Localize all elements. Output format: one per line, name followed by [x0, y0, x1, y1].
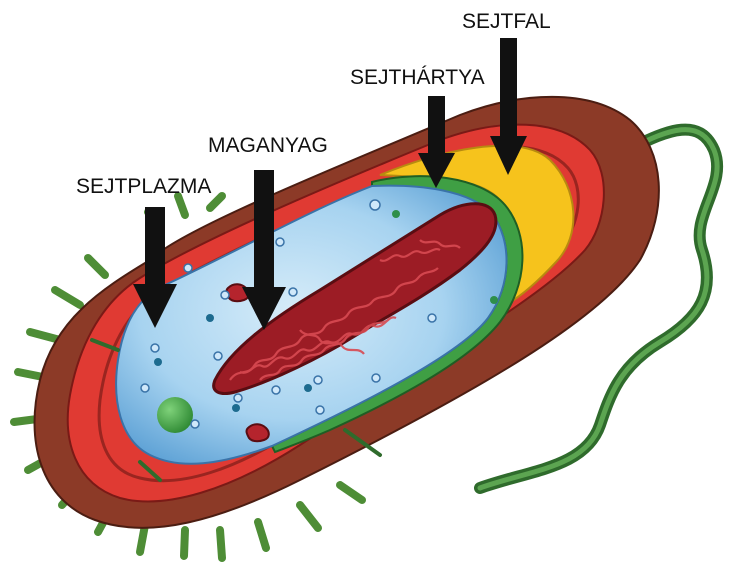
pilus-icon [30, 332, 60, 340]
ribosome-icon [221, 291, 229, 299]
ribosome-icon [314, 376, 322, 384]
pilus-icon [140, 525, 145, 552]
vesicle-icon [490, 296, 498, 304]
pilus-icon [210, 196, 222, 208]
ribosome-icon [316, 406, 324, 414]
plasmid [247, 424, 269, 441]
label-sejthartya: SEJTHÁRTYA [350, 66, 485, 89]
pilus-icon [184, 530, 185, 556]
vesicle-icon [392, 210, 400, 218]
pilus-icon [300, 505, 318, 528]
label-sejtplazma: SEJTPLAZMA [76, 175, 211, 198]
ribosome-icon [234, 394, 242, 402]
vesicle-icon [232, 404, 240, 412]
vesicle-icon [206, 314, 214, 322]
ribosome-icon [272, 386, 280, 394]
ribosome-icon [184, 264, 192, 272]
ribosome-icon [289, 288, 297, 296]
pilus-icon [258, 522, 266, 548]
ribosome-icon [276, 238, 284, 246]
ribosome-icon [372, 374, 380, 382]
vesicle-icon [154, 358, 162, 366]
pilus-icon [55, 290, 80, 305]
ribosome-icon [191, 420, 199, 428]
pilus-icon [220, 530, 222, 558]
storage-granule [157, 397, 193, 433]
ribosome-icon [214, 352, 222, 360]
pilus-icon [178, 196, 185, 215]
ribosome-icon [141, 384, 149, 392]
pilus-icon [88, 258, 105, 275]
ribosome-icon [370, 200, 380, 210]
pilus-icon [340, 485, 362, 500]
ribosome-icon [151, 344, 159, 352]
label-maganyag: MAGANYAG [208, 134, 328, 157]
vesicle-icon [304, 384, 312, 392]
label-sejtfal: SEJTFAL [462, 10, 551, 33]
ribosome-icon [428, 314, 436, 322]
